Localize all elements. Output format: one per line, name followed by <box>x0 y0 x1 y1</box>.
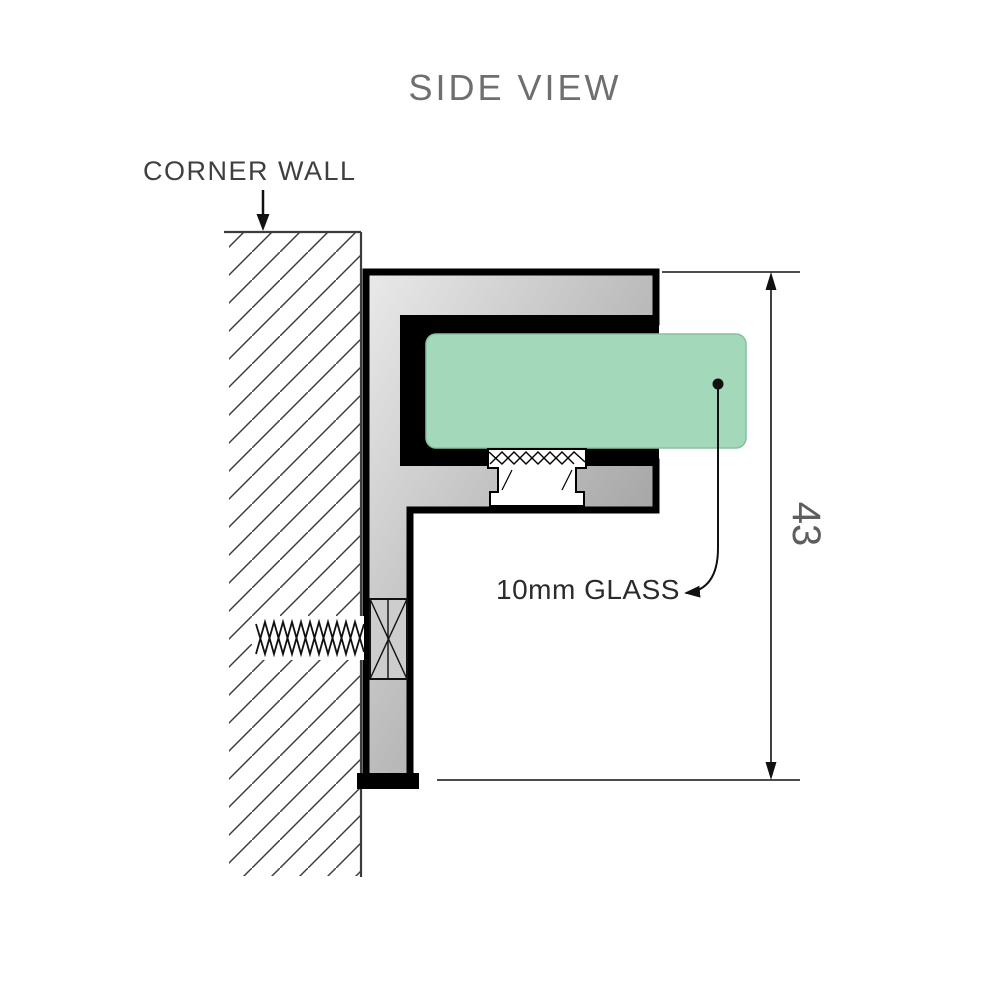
dimension-arrow-up <box>765 272 777 290</box>
corner-wall-callout: CORNER WALL <box>143 156 357 231</box>
wall-hatching <box>229 233 360 876</box>
corner-wall-arrowhead <box>256 214 270 231</box>
dimension-43: 43 <box>437 271 828 781</box>
diagram-title: SIDE VIEW <box>408 67 621 108</box>
dimension-arrow-down <box>765 762 777 780</box>
grommet-thread-a <box>489 451 586 465</box>
glass-callout-leader <box>684 389 719 598</box>
gasket-grommet <box>487 448 587 507</box>
corner-wall-label: CORNER WALL <box>143 156 357 186</box>
screw-head-section-lines <box>369 598 408 680</box>
glass-label: 10mm GLASS <box>496 574 680 605</box>
glass-callout: 10mm GLASS <box>496 378 724 605</box>
grommet-shading <box>501 469 573 491</box>
dimension-value: 43 <box>784 502 828 547</box>
wall <box>224 230 363 877</box>
fixing-screw <box>252 598 408 680</box>
glass-panel <box>425 333 747 449</box>
screw-thread-b <box>255 618 365 658</box>
glass-callout-dot <box>712 378 724 390</box>
bracket-bottom-cap <box>357 773 419 789</box>
grommet-outline <box>487 448 587 507</box>
grommet-thread-b <box>488 451 575 465</box>
screw-thread-a <box>255 618 365 658</box>
